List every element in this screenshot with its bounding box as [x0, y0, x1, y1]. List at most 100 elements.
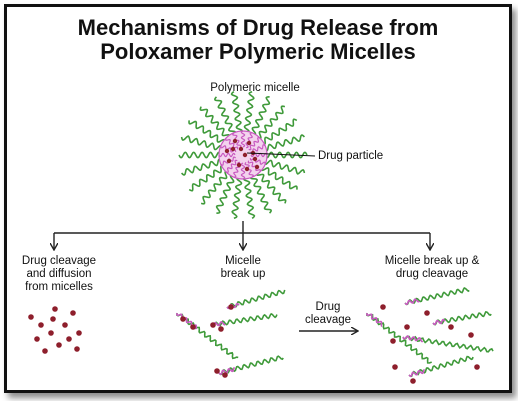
hydrophilic-chain: [255, 171, 287, 204]
drug-particle: [28, 314, 34, 320]
hydrophobic-chain: [240, 162, 246, 180]
drug-particle: [66, 336, 72, 342]
hydrophilic-chain: [188, 165, 225, 192]
hydrophobic-chain: [225, 159, 238, 173]
hydrophobic-chain: [366, 312, 383, 327]
hydrophilic-chain: [249, 174, 272, 214]
drug-particle: [62, 322, 68, 328]
free-drug-particles: [28, 306, 82, 354]
hydrophilic-chain: [200, 170, 229, 205]
hydrophobic-chain: [432, 318, 446, 326]
hydrophilic-chain: [181, 158, 223, 176]
hydrophilic-chain: [231, 176, 243, 220]
drug-particle: [238, 146, 244, 152]
drug-particle: [468, 332, 474, 338]
mechanism-2-label: Micelle break up: [220, 255, 266, 280]
drug-particle: [38, 322, 44, 328]
drug-particle: [246, 140, 252, 146]
drug-particle: [242, 152, 248, 158]
drug-particle: [232, 138, 238, 144]
drug-particle-label: Drug particle: [318, 150, 384, 162]
hydrophilic-chain: [251, 96, 271, 136]
drug-particle: [50, 316, 56, 322]
hydrophilic-chain: [180, 135, 223, 151]
hydrophobic-chain: [240, 130, 246, 148]
hydrophobic-chain: [218, 366, 236, 375]
hydrophilic-chain: [178, 151, 222, 159]
drug-cleavage-arrow-label: Drug cleavage: [304, 301, 352, 326]
diagram-canvas: [28, 90, 494, 384]
hydrophobic-chain: [408, 368, 426, 377]
broken-micelle-chains: [176, 289, 286, 378]
drug-particle: [380, 304, 386, 310]
drug-particle: [214, 368, 220, 374]
drug-particle: [404, 324, 410, 330]
hydrophobic-chain: [247, 160, 261, 173]
drug-particle: [448, 324, 454, 330]
hydrophilic-chain: [263, 159, 306, 175]
hydrophilic-chain: [366, 312, 432, 364]
drug-particle: [252, 156, 258, 162]
hydrophilic-chain: [199, 106, 231, 139]
hydrophobic-chain: [244, 161, 254, 178]
micelle-label: Polymeric micelle: [210, 82, 300, 94]
drug-particle: [410, 378, 416, 384]
hydrophilic-chain: [243, 176, 256, 219]
drug-particle: [224, 148, 230, 154]
drug-particle: [34, 336, 40, 342]
drug-particle: [474, 364, 480, 370]
hydrophobic-chain: [225, 137, 239, 150]
hydrophilic-chain: [230, 91, 243, 134]
drug-particle: [390, 338, 396, 344]
drug-particle: [228, 304, 234, 310]
hydrophobic-chain: [404, 298, 420, 306]
drug-particle: [244, 166, 250, 172]
hydrophilic-chain: [210, 312, 278, 328]
hydrophilic-chain: [215, 174, 235, 214]
hydrophilic-chain: [402, 335, 494, 353]
drug-particle: [218, 326, 224, 332]
branching-arrows: [54, 221, 430, 249]
hydrophilic-chain: [260, 166, 298, 190]
drug-particle: [424, 310, 430, 316]
polymeric-micelle: [178, 90, 316, 220]
drug-particle: [392, 364, 398, 370]
broken-chains-with-cleaved-drug: [366, 287, 494, 384]
title-line-1: Mechanisms of Drug Release from: [77, 15, 439, 40]
hydrophilic-chain: [188, 120, 226, 144]
drug-particle: [226, 158, 232, 164]
drug-particle: [70, 310, 76, 316]
hydrophilic-chain: [218, 355, 284, 376]
drug-particle: [74, 346, 80, 352]
drug-particle: [190, 324, 196, 330]
drug-particle-pointer: [246, 152, 316, 157]
hydrophobic-chain: [245, 132, 253, 149]
hydrophilic-chain: [263, 134, 305, 152]
drug-particle: [210, 322, 216, 328]
mechanism-1-label: Drug cleavage and diffusion from micelle…: [21, 255, 97, 293]
hydrophilic-chain: [432, 311, 492, 326]
drug-particle: [76, 330, 82, 336]
drug-particle: [236, 162, 242, 168]
hydrophilic-chain: [243, 90, 255, 134]
hydrophilic-chain: [261, 118, 298, 145]
drug-particle: [52, 306, 58, 312]
mechanism-3-label: Micelle break up & drug cleavage: [384, 255, 480, 280]
figure-frame: Mechanisms of Drug Release from Poloxame…: [4, 4, 512, 393]
hydrophilic-chain: [408, 355, 474, 378]
hydrophilic-chain: [214, 96, 237, 136]
hydrophobic-chain: [402, 335, 424, 343]
hydrophilic-chain: [404, 287, 470, 306]
hydrophilic-chain: [257, 105, 286, 140]
drug-particle: [254, 164, 260, 170]
figure-title: Mechanisms of Drug Release from Poloxame…: [7, 16, 509, 64]
drug-particle: [56, 342, 62, 348]
drug-particle: [222, 372, 228, 378]
drug-particle: [230, 146, 236, 152]
drug-particle: [48, 330, 54, 336]
drug-particle: [180, 316, 186, 322]
hydrophobic-chain: [218, 152, 236, 158]
hydrophilic-chain: [176, 312, 239, 360]
hydrophobic-chain: [248, 137, 261, 151]
title-line-2: Poloxamer Polymeric Micelles: [100, 39, 416, 64]
